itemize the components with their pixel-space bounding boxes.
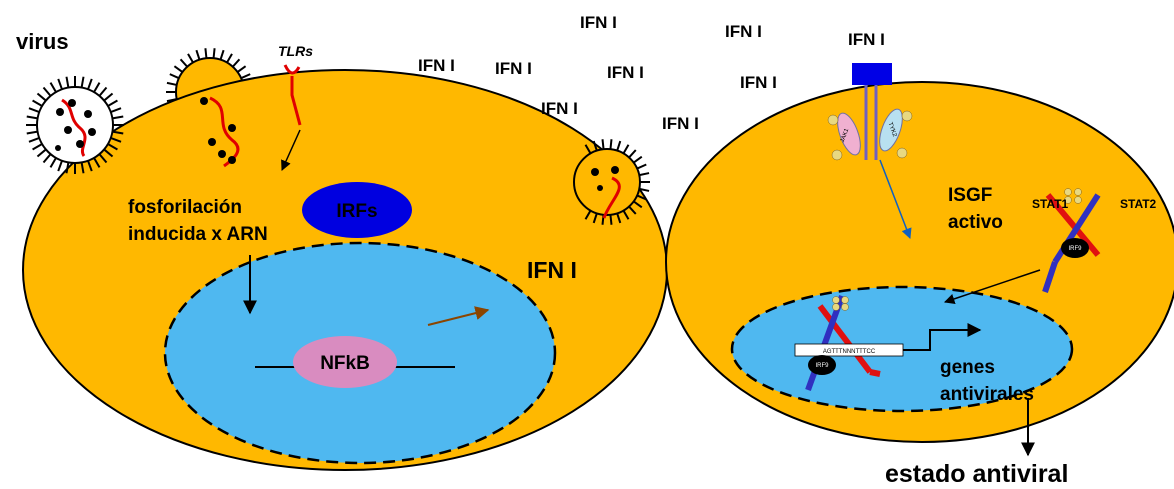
- ifn-label: IFN I: [495, 59, 532, 78]
- dna-sequence: AGTTTNNNTTTCC: [823, 349, 876, 355]
- virus-label: virus: [16, 29, 69, 54]
- irfs-label: IRFs: [336, 201, 377, 222]
- estado-antiviral-label: estado antiviral: [885, 460, 1068, 488]
- genes-label-2: antivirales: [940, 384, 1034, 405]
- ifn-label: IFN I: [580, 13, 617, 32]
- genes-label-1: genes: [940, 357, 995, 378]
- ifn-label: IFN I: [662, 114, 699, 133]
- svg-text:IRF9: IRF9: [815, 363, 829, 369]
- responding-cell: JAK1 TYK2 ISGF activo IRF9 STAT1 STAT2: [666, 63, 1174, 455]
- ifn-label: IFN I: [541, 99, 578, 118]
- ifn-inside-label: IFN I: [527, 257, 577, 283]
- isgf-label-1: ISGF: [948, 185, 992, 206]
- ifn-label: IFN I: [848, 30, 885, 49]
- ifn-label: IFN I: [418, 56, 455, 75]
- ifn-label: IFN I: [740, 73, 777, 92]
- ifn-label: IFN I: [607, 63, 644, 82]
- stat2-label: STAT2: [1120, 197, 1157, 211]
- isgf-label-2: activo: [948, 212, 1003, 233]
- tlrs-label: TLRs: [278, 43, 313, 59]
- stat1-label: STAT1: [1032, 197, 1069, 211]
- fosforilacion-label-2: inducida x ARN: [128, 224, 268, 245]
- ifn-label: IFN I: [725, 22, 762, 41]
- nfkb-label: NFkB: [320, 353, 370, 374]
- svg-text:IRF9: IRF9: [1068, 246, 1082, 252]
- fosforilacion-label-1: fosforilación: [128, 197, 242, 218]
